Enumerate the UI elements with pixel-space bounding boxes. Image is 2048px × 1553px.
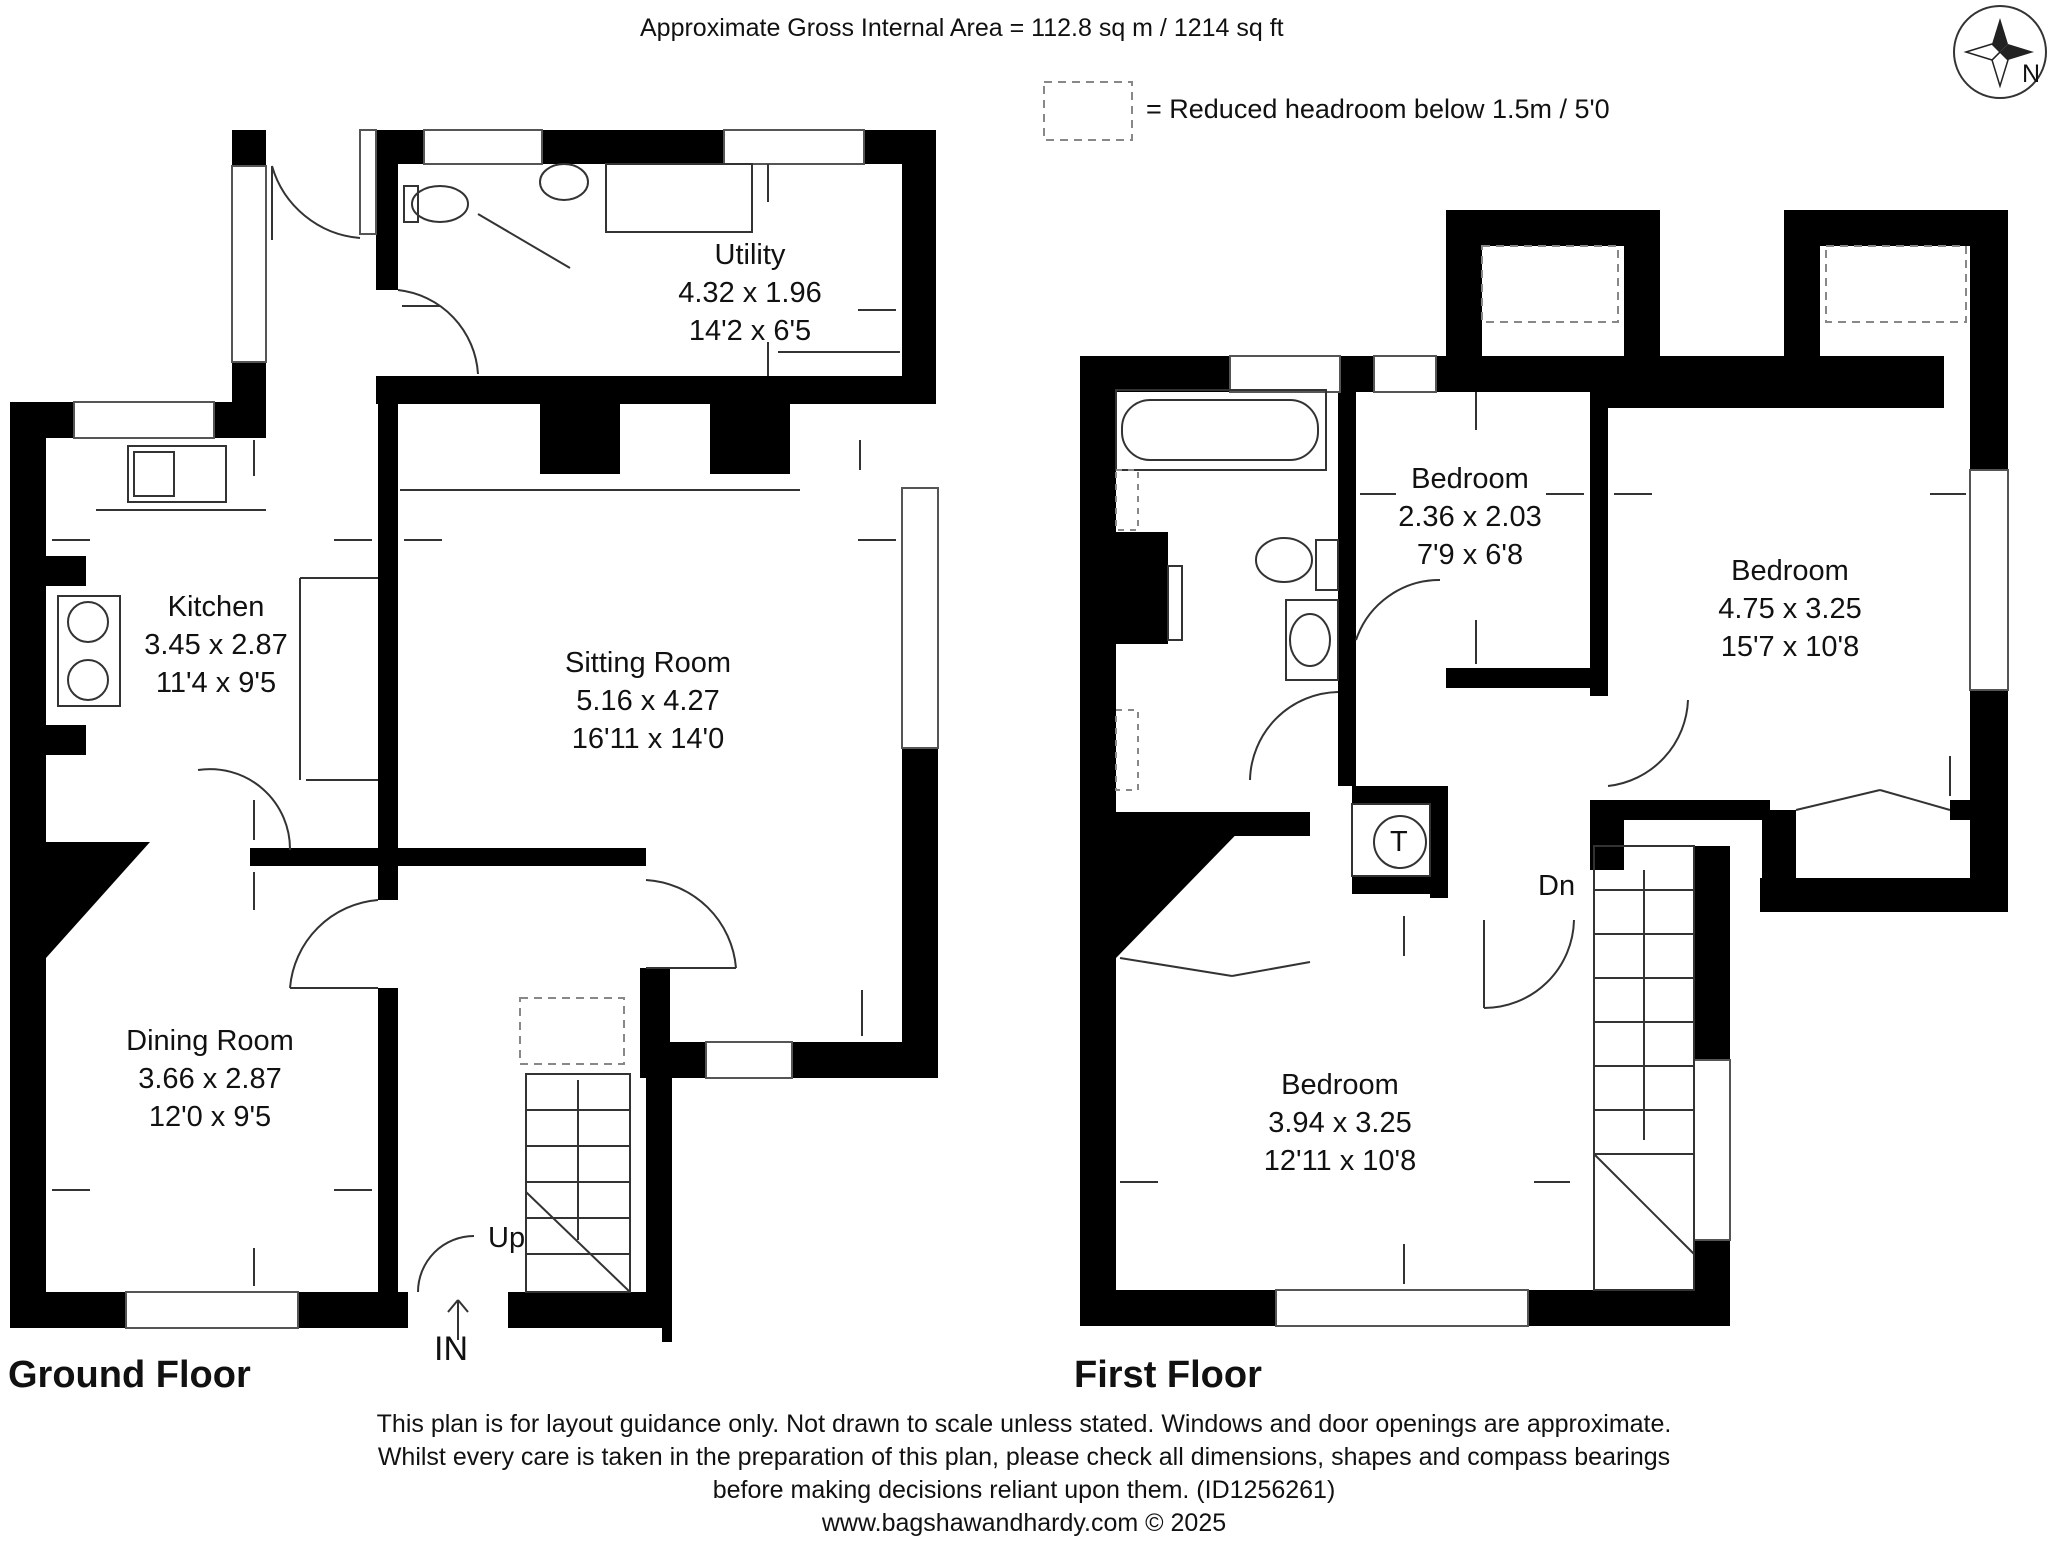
- disclaimer-line2: Whilst every care is taken in the prepar…: [377, 1443, 1671, 1471]
- stairs-up-label: Up: [488, 1222, 526, 1254]
- compass-north-label: N: [2022, 60, 2041, 88]
- room-bedroom-small: Bedroom 2.36 x 2.03 7'9 x 6'8: [1370, 460, 1570, 574]
- room-imperial: 11'4 x 9'5: [155, 667, 277, 699]
- room-name: Utility: [714, 239, 786, 271]
- ground-floor-windows: [73, 129, 939, 1329]
- room-imperial: 14'2 x 6'5: [688, 315, 812, 347]
- room-metric: 3.45 x 2.87: [144, 629, 288, 661]
- website-link[interactable]: www.bagshawandhardy.com © 2025: [821, 1509, 1227, 1537]
- room-utility: Utility 4.32 x 1.96 14'2 x 6'5: [650, 236, 850, 350]
- disclaimer: This plan is for layout guidance only. N…: [0, 1408, 2048, 1540]
- ground-floor-walls: [10, 130, 938, 1342]
- room-metric: 4.75 x 3.25: [1718, 593, 1862, 625]
- first-floor-title: First Floor: [1074, 1354, 1262, 1396]
- first-floor-details: [1115, 245, 1967, 1291]
- ground-floor-title: Ground Floor: [8, 1354, 251, 1396]
- room-metric: 5.16 x 4.27: [576, 685, 720, 717]
- legend-swatch: [1043, 81, 1133, 141]
- area-header: Approximate Gross Internal Area = 112.8 …: [640, 14, 1284, 42]
- first-floor-walls: [1080, 210, 2008, 1326]
- room-name: Bedroom: [1731, 555, 1849, 587]
- first-floor-windows: [1229, 355, 2009, 1327]
- room-metric: 2.36 x 2.03: [1398, 501, 1542, 533]
- tank-label: T: [1390, 826, 1408, 858]
- room-name: Bedroom: [1281, 1069, 1399, 1101]
- room-imperial: 12'11 x 10'8: [1263, 1145, 1417, 1177]
- room-kitchen: Kitchen 3.45 x 2.87 11'4 x 9'5: [116, 588, 316, 702]
- disclaimer-line1: This plan is for layout guidance only. N…: [376, 1410, 1672, 1438]
- room-imperial: 15'7 x 10'8: [1720, 631, 1860, 663]
- room-name: Kitchen: [167, 591, 265, 623]
- compass-icon: [1953, 5, 2047, 99]
- entrance-label: IN: [434, 1330, 468, 1368]
- ground-floor-details: [52, 163, 900, 1340]
- room-name: Dining Room: [126, 1025, 294, 1057]
- room-name: Sitting Room: [564, 647, 731, 679]
- room-metric: 3.66 x 2.87: [138, 1063, 282, 1095]
- room-imperial: 7'9 x 6'8: [1416, 539, 1524, 571]
- room-metric: 3.94 x 3.25: [1268, 1107, 1412, 1139]
- room-sitting-room: Sitting Room 5.16 x 4.27 16'11 x 14'0: [528, 644, 768, 758]
- stairs-down-label: Dn: [1538, 870, 1576, 902]
- room-dining-room: Dining Room 3.66 x 2.87 12'0 x 9'5: [100, 1022, 320, 1136]
- legend-text: = Reduced headroom below 1.5m / 5'0: [1146, 94, 1610, 124]
- disclaimer-line3: before making decisions reliant upon the…: [712, 1476, 1336, 1504]
- room-name: Bedroom: [1411, 463, 1529, 495]
- room-bedroom-front: Bedroom 3.94 x 3.25 12'11 x 10'8: [1240, 1066, 1440, 1180]
- room-metric: 4.32 x 1.96: [678, 277, 822, 309]
- room-bedroom-large: Bedroom 4.75 x 3.25 15'7 x 10'8: [1690, 552, 1890, 666]
- room-imperial: 12'0 x 9'5: [148, 1101, 272, 1133]
- room-imperial: 16'11 x 14'0: [571, 723, 725, 755]
